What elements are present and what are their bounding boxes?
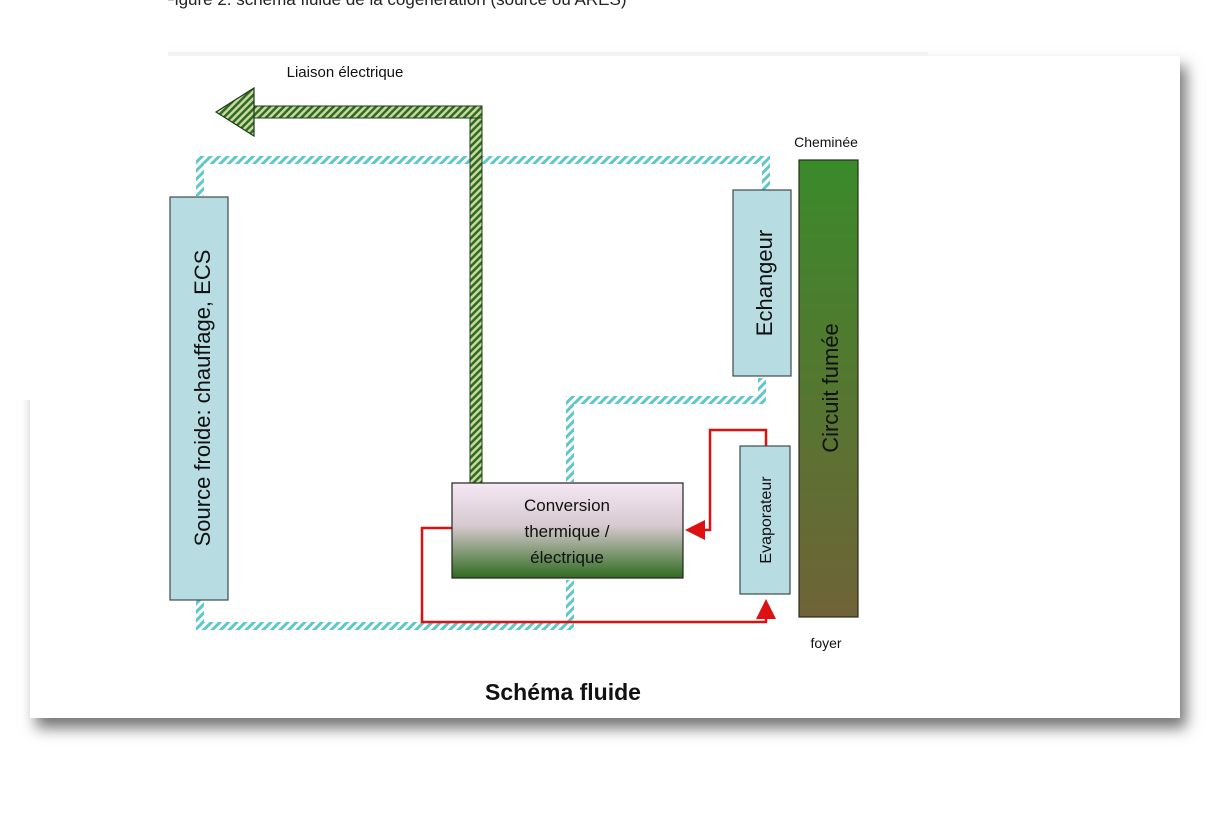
conversion-label-line2: thermique / <box>524 522 609 541</box>
electrical-link-arrow <box>214 86 483 485</box>
hot-loop <box>420 428 776 624</box>
conversion-label-line1: Conversion <box>524 496 610 515</box>
evaporator-label: Evaporateur <box>758 476 775 564</box>
smoke-circuit-column: Circuit fumée <box>798 159 859 618</box>
water-loop <box>196 156 770 630</box>
figure-caption: Schéma de principe : Figure 2. schéma fl… <box>0 0 627 10</box>
hearth-label: foyer <box>810 635 841 651</box>
sheet-top-left-blank <box>0 0 168 400</box>
smoke-circuit-label: Circuit fumée <box>818 323 843 453</box>
evaporator-box: Evaporateur <box>739 445 791 595</box>
conversion-label-line3: électrique <box>530 548 604 567</box>
exchanger-label: Echangeur <box>752 230 777 336</box>
chimney-label: Cheminée <box>794 134 858 150</box>
diagram-title: Schéma fluide <box>485 679 641 705</box>
cold-source-label: Source froide: chauffage, ECS <box>190 250 215 547</box>
electrical-link-label: Liaison électrique <box>287 64 404 81</box>
exchanger-box: Echangeur <box>732 189 792 377</box>
conversion-box: Conversion thermique / électrique <box>451 482 684 579</box>
sheet-top-edge <box>168 52 928 56</box>
cold-source-box: Source froide: chauffage, ECS <box>169 196 229 601</box>
